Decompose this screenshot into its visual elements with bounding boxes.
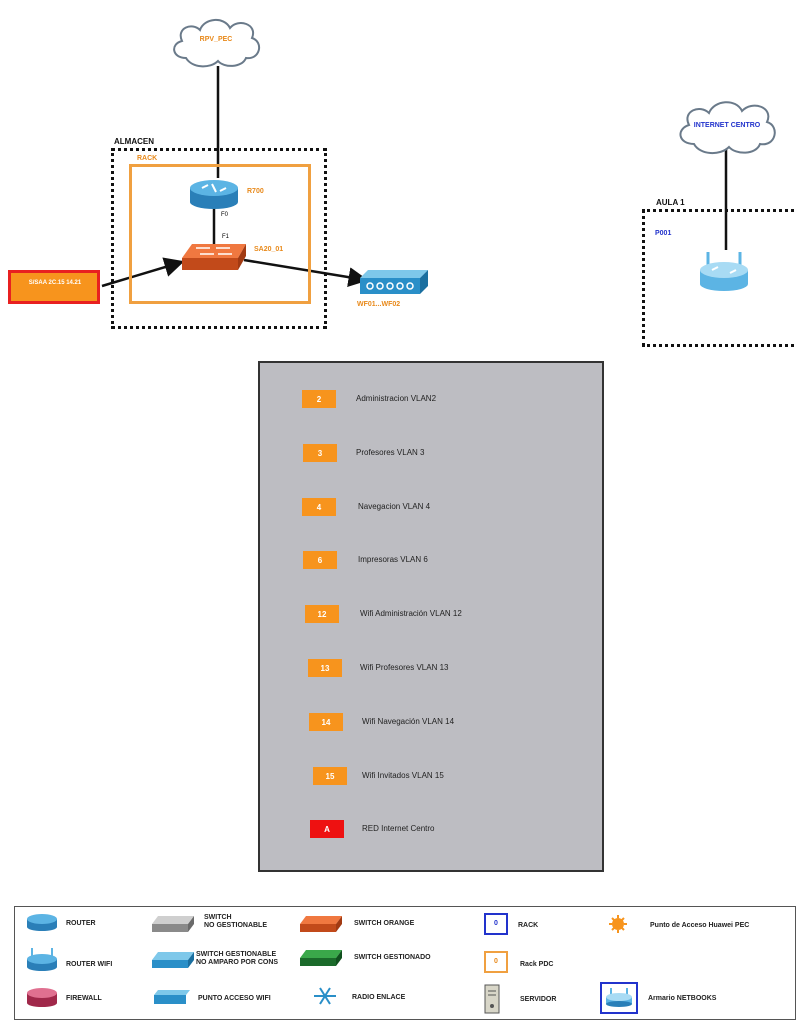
legend-switch-gestionado [298,948,344,973]
cloud-icon [679,101,776,154]
aula-zone [642,209,796,347]
legend-rack-pdc: 0 [484,951,508,973]
huawei-ap-icon [609,915,627,933]
vlan-label: Impresoras VLAN 6 [358,555,428,564]
legend-rack-pdc-num: 0 [494,958,498,965]
router-label: R700 [247,188,264,195]
legend-switch-orange-label: SWITCH ORANGE [354,920,415,927]
vlan-label: Wifi Profesores VLAN 13 [360,663,449,672]
cloud-rpv-label: RPV_PEC [199,36,233,43]
legend-punto-huawei [608,914,628,939]
switch-blue-icon [152,952,194,968]
cloud-internet-centro: INTERNET CENTRO [674,96,780,158]
legend-panel [14,906,796,1020]
port-f0-label: F0 [221,212,229,218]
vlan-label: Administracion VLAN2 [356,394,437,403]
router-wifi-icon [606,988,632,1007]
server-icon [484,984,500,1014]
aula-device-label: P001 [655,230,672,237]
access-point-icon [154,990,190,1004]
wifi-access-point[interactable] [358,266,430,296]
switch-icon [182,244,246,270]
cloud-icon [173,19,261,68]
vlan-label: Wifi Invitados VLAN 15 [362,771,444,780]
rack-label: RACK [137,155,158,162]
radio-link-icon [314,987,336,1005]
vlan-color-box: A [310,820,344,838]
switch-sa20[interactable] [180,240,248,272]
vlan-color-box: 6 [303,551,337,569]
vlan-label: Navegacion VLAN 4 [358,502,431,511]
switch-green-icon [300,950,342,966]
almacen-title: ALMACEN [114,137,154,146]
legend-servidor [484,984,500,1019]
legend-punto-huawei-label: Punto de Acceso Huawei PEC [650,922,750,929]
vlan-label: Profesores VLAN 3 [356,448,425,457]
cloud-rpv-pec: RPV_PEC [168,14,264,70]
legend-punto-acceso [152,988,192,1011]
vlan-label: Wifi Administración VLAN 12 [360,609,462,618]
vlan-label: Wifi Navegación VLAN 14 [362,717,455,726]
vlan-color-box: 2 [302,390,336,408]
legend-switch-gestionado-label: SWITCH GESTIONADO [354,954,431,961]
switch-grey-icon [152,916,194,932]
legend-switch-nogest-label: SWITCH NO GESTIONABLE [204,914,268,929]
legend-switch-orange [298,914,344,939]
switch-label: SA20_01 [254,246,284,253]
switch-orange-icon [300,916,342,932]
router-r700[interactable] [188,176,240,210]
access-point-icon [360,270,428,294]
firewall-icon [27,988,57,1007]
router-icon [190,180,238,209]
legend-router-label: ROUTER [66,920,96,927]
legend-switch-nogest [150,914,196,939]
uplink-box [8,270,100,304]
legend-router-wifi-label: ROUTER WIFI [66,961,113,968]
router-icon [27,914,57,931]
legend-armario-label: Armario NETBOOKS [648,995,717,1002]
legend-armario [600,982,638,1014]
vlan-color-box: 14 [309,713,343,731]
aula-title: AULA 1 [656,198,685,207]
legend-servidor-label: SERVIDOR [520,996,557,1003]
legend-punto-acceso-label: PUNTO ACCESO WIFI [198,995,271,1002]
almacen-rack [129,164,311,304]
legend-firewall [26,986,58,1013]
vlan-color-box: 3 [303,444,337,462]
legend-rack-label: RACK [518,922,539,929]
legend-radio [312,984,338,1013]
legend-router-wifi [26,946,58,977]
vlan-label: RED Internet Centro [362,824,435,833]
vlan-color-box: 12 [305,605,339,623]
legend-switch-gest-label: SWITCH GESTIONABLE NO AMPARO POR CONS [196,951,279,966]
legend-switch-gest [150,950,196,975]
vlan-color-box: 15 [313,767,347,785]
vlan-color-box: 4 [302,498,336,516]
legend-rack-pdc-label: Rack PDC [520,961,554,968]
router-wifi-icon [27,948,57,971]
legend-router [26,912,58,937]
uplink-label: S/SAA 2C.15 14.21 [28,280,82,286]
legend-radio-label: RADIO ENLACE [352,994,406,1001]
wifi-label: WF01...WF02 [357,301,401,308]
port-f1-label: F1 [222,234,230,240]
vlan-color-box: 13 [308,659,342,677]
almacen-zone [111,148,327,329]
legend-rack-num: 0 [494,920,498,927]
cloud-internet-label: INTERNET CENTRO [693,122,761,129]
router-wifi-p001[interactable] [698,248,750,294]
legend-rack: 0 [484,913,508,935]
router-wifi-icon [700,252,748,291]
legend-firewall-label: FIREWALL [66,995,102,1002]
